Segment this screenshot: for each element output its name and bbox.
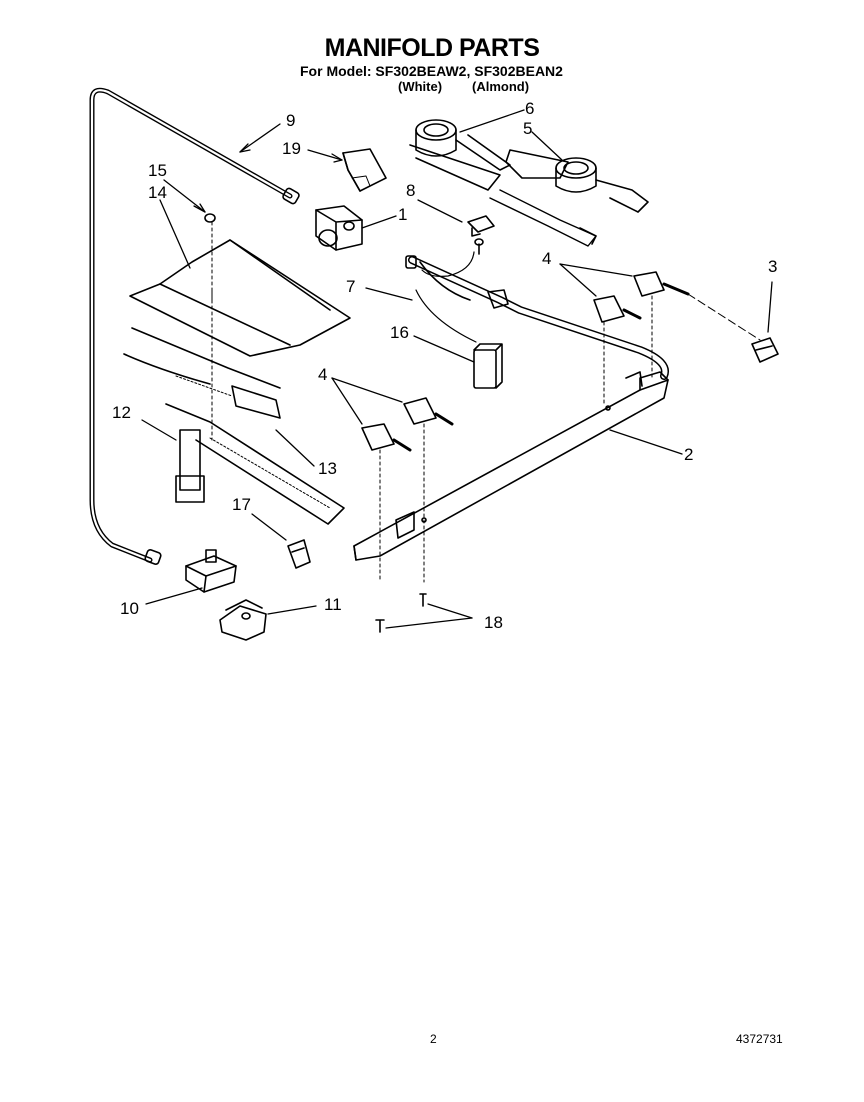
part-1-regulator xyxy=(315,205,363,251)
callout-2: 2 xyxy=(684,445,693,464)
callout-7: 7 xyxy=(346,277,355,296)
callout-17: 17 xyxy=(232,495,251,514)
callout-11: 11 xyxy=(324,595,342,614)
part-15-nut xyxy=(204,213,216,441)
callout-19: 19 xyxy=(282,139,301,158)
model-subtitle: For Model: SF302BEAW2, SF302BEAN2 xyxy=(300,63,563,79)
callout-labels: 9 19 15 14 1 8 6 5 7 16 4 3 4 2 12 13 17… xyxy=(112,99,777,632)
variant-almond: (Almond) xyxy=(472,79,530,94)
callout-4-left: 4 xyxy=(318,365,327,384)
callout-9: 9 xyxy=(286,111,295,130)
document-number: 4372731 xyxy=(736,1032,783,1046)
part-4-valve-right xyxy=(593,271,761,405)
callout-10: 10 xyxy=(120,599,139,618)
callout-18: 18 xyxy=(484,613,503,632)
part-19-shield xyxy=(342,148,387,192)
part-13-igniter xyxy=(123,327,281,419)
page-number: 2 xyxy=(430,1032,437,1046)
callout-4-right: 4 xyxy=(542,249,551,268)
part-17-clip xyxy=(287,539,311,569)
part-11-bracket xyxy=(219,599,267,641)
part-9-gas-tube xyxy=(89,87,300,565)
callout-8: 8 xyxy=(406,181,415,200)
part-18-screws xyxy=(375,593,427,633)
callout-16: 16 xyxy=(390,323,409,342)
callout-5: 5 xyxy=(523,119,532,138)
part-7-manifold-pipe xyxy=(405,251,669,380)
part-8-bracket xyxy=(467,215,495,255)
callout-3: 3 xyxy=(768,257,777,276)
page-title: MANIFOLD PARTS xyxy=(324,34,540,62)
variant-white: (White) xyxy=(398,79,443,94)
callout-6: 6 xyxy=(525,99,534,118)
part-4-valve-left xyxy=(361,397,454,583)
callout-13: 13 xyxy=(318,459,337,478)
part-16-igniter-module xyxy=(473,343,503,389)
callout-15: 15 xyxy=(148,161,167,180)
part-14-burner-shield xyxy=(129,239,351,357)
callout-12: 12 xyxy=(112,403,131,422)
part-5-burner xyxy=(505,149,649,213)
part-2-manifold-rail xyxy=(353,371,669,561)
callout-1: 1 xyxy=(398,205,407,224)
part-3-clip xyxy=(751,337,779,363)
part-10-orifice-block xyxy=(185,549,237,593)
callout-14: 14 xyxy=(148,183,167,202)
part-12-oven-burner xyxy=(165,403,345,525)
leader-lines xyxy=(141,109,773,629)
part-6-burner xyxy=(409,119,597,247)
